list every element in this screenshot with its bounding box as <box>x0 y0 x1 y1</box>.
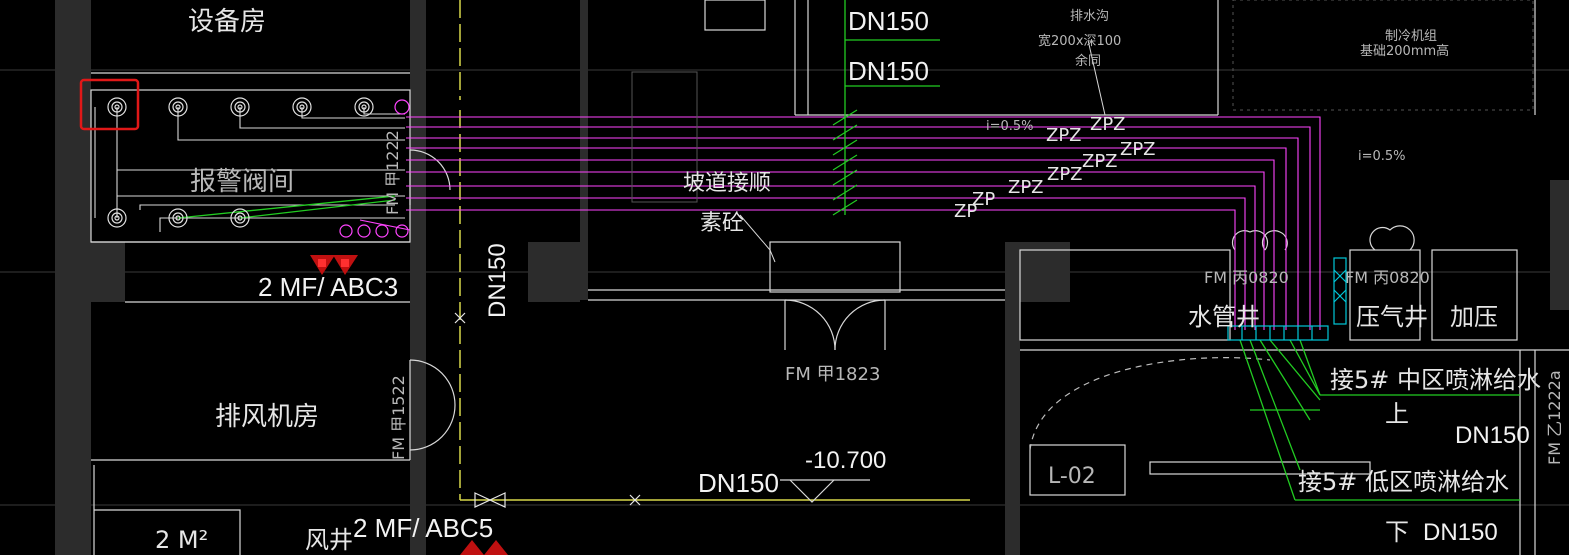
extinguisher-icon <box>310 255 358 275</box>
low-zone-note: 接5# 低区喷淋给水 <box>1298 468 1509 496</box>
valve-icon <box>230 97 250 117</box>
room-air-shaft: 风井 <box>305 526 353 554</box>
magenta-fittings <box>339 99 410 238</box>
alarm-valves <box>107 97 374 228</box>
machine-base-note-1: 制冷机组 <box>1385 29 1437 44</box>
walls <box>55 0 1569 555</box>
dim-dn150-top-1: DN150 <box>848 6 929 36</box>
area-label: 2 M² <box>155 526 208 554</box>
magenta-pipes <box>359 116 1321 330</box>
room-pressurize: 加压 <box>1450 303 1498 331</box>
pipe-hatch <box>832 109 858 216</box>
door-fm-1222-right: FM 乙1222a <box>1545 370 1564 465</box>
machine-base-note-2: 基础200mm高 <box>1360 43 1449 59</box>
door-fm-0820-right: FM 丙0820 <box>1345 268 1430 287</box>
slope-label-right: i=0.5% <box>1358 149 1406 164</box>
ramp-note-2: 素砼 <box>700 211 744 236</box>
hatched-areas <box>631 0 1534 203</box>
mid-zone-note: 接5# 中区喷淋给水 <box>1330 366 1541 394</box>
pipe-label-zpz-6: ZPZ <box>1008 177 1044 198</box>
extinguisher-icon <box>460 540 508 555</box>
axis-grid <box>0 69 1569 506</box>
room-outlines <box>90 0 1569 555</box>
room-equipment: 设备房 <box>188 7 266 37</box>
valve-icon <box>292 97 312 117</box>
extinguisher-label-upper: 2 MF/ ABC3 <box>258 272 398 302</box>
riser-icon <box>1227 257 1347 341</box>
mid-zone-dir: 上 <box>1385 400 1409 428</box>
valve-icon <box>168 208 188 228</box>
pipe-label-zpz-5: ZPZ <box>1047 164 1083 185</box>
pipe-label-zpz-3: ZPZ <box>1120 139 1156 160</box>
dim-dn150-right-lower: DN150 <box>1423 519 1498 546</box>
green-pipes <box>177 0 1520 501</box>
room-water-shaft: 水管井 <box>1188 303 1260 331</box>
elevation-marker <box>780 479 870 503</box>
door-fm-0820-left: FM 丙0820 <box>1204 268 1289 287</box>
door-fm-1222: FM 甲1222 <box>383 130 402 215</box>
pipe-label-zpz-1: ZPZ <box>1090 114 1126 135</box>
gate-valve-icon <box>474 492 506 508</box>
valve-icon <box>230 208 250 228</box>
cut-markers <box>454 312 641 506</box>
stair-arc <box>1029 357 1271 451</box>
slope-label-left: i=0.5% <box>986 119 1034 134</box>
door-fm-1522: FM 甲1522 <box>389 375 408 460</box>
slope-leader <box>1087 39 1106 116</box>
valve-icon <box>107 97 127 117</box>
elevation-label: -10.700 <box>805 447 886 474</box>
drain-ditch-note-2: 宽200x深100 <box>1038 33 1121 49</box>
pipe-label-zp-2: ZP <box>954 201 977 222</box>
ramp-leader <box>739 214 776 263</box>
pipe-label-zp-1: ZP <box>972 189 995 210</box>
valve-icon <box>168 97 188 117</box>
drain-ditch-note-3: 余同 <box>1075 53 1101 69</box>
door-swings <box>409 149 1415 451</box>
pipe-label-zpz-4: ZPZ <box>1082 151 1118 172</box>
room-pressure-shaft: 压气井 <box>1356 303 1428 331</box>
pipe-label-zpz-2: ZPZ <box>1046 125 1082 146</box>
room-exhaust-fan: 排风机房 <box>215 402 319 432</box>
extinguisher-label-lower: 2 MF/ ABC5 <box>353 513 493 543</box>
dim-dn150-top-2: DN150 <box>848 56 929 86</box>
drain-ditch-note-1: 排水沟 <box>1070 9 1109 24</box>
pipe-tag: L-02 <box>1048 464 1096 489</box>
door-fm-1823: FM 甲1823 <box>785 364 880 385</box>
ramp-note-1: 坡道接顺 <box>683 171 771 196</box>
dim-dn150-right-upper: DN150 <box>1455 422 1530 449</box>
dim-dn150-vertical: DN150 <box>484 243 511 318</box>
valve-icon <box>107 208 127 228</box>
valve-icon <box>354 97 374 117</box>
highlight-box[interactable] <box>79 78 140 131</box>
dim-dn150-bottom: DN150 <box>698 468 779 498</box>
low-zone-dir: 下 <box>1385 518 1409 546</box>
room-alarm-valve: 报警阀间 <box>190 167 294 197</box>
